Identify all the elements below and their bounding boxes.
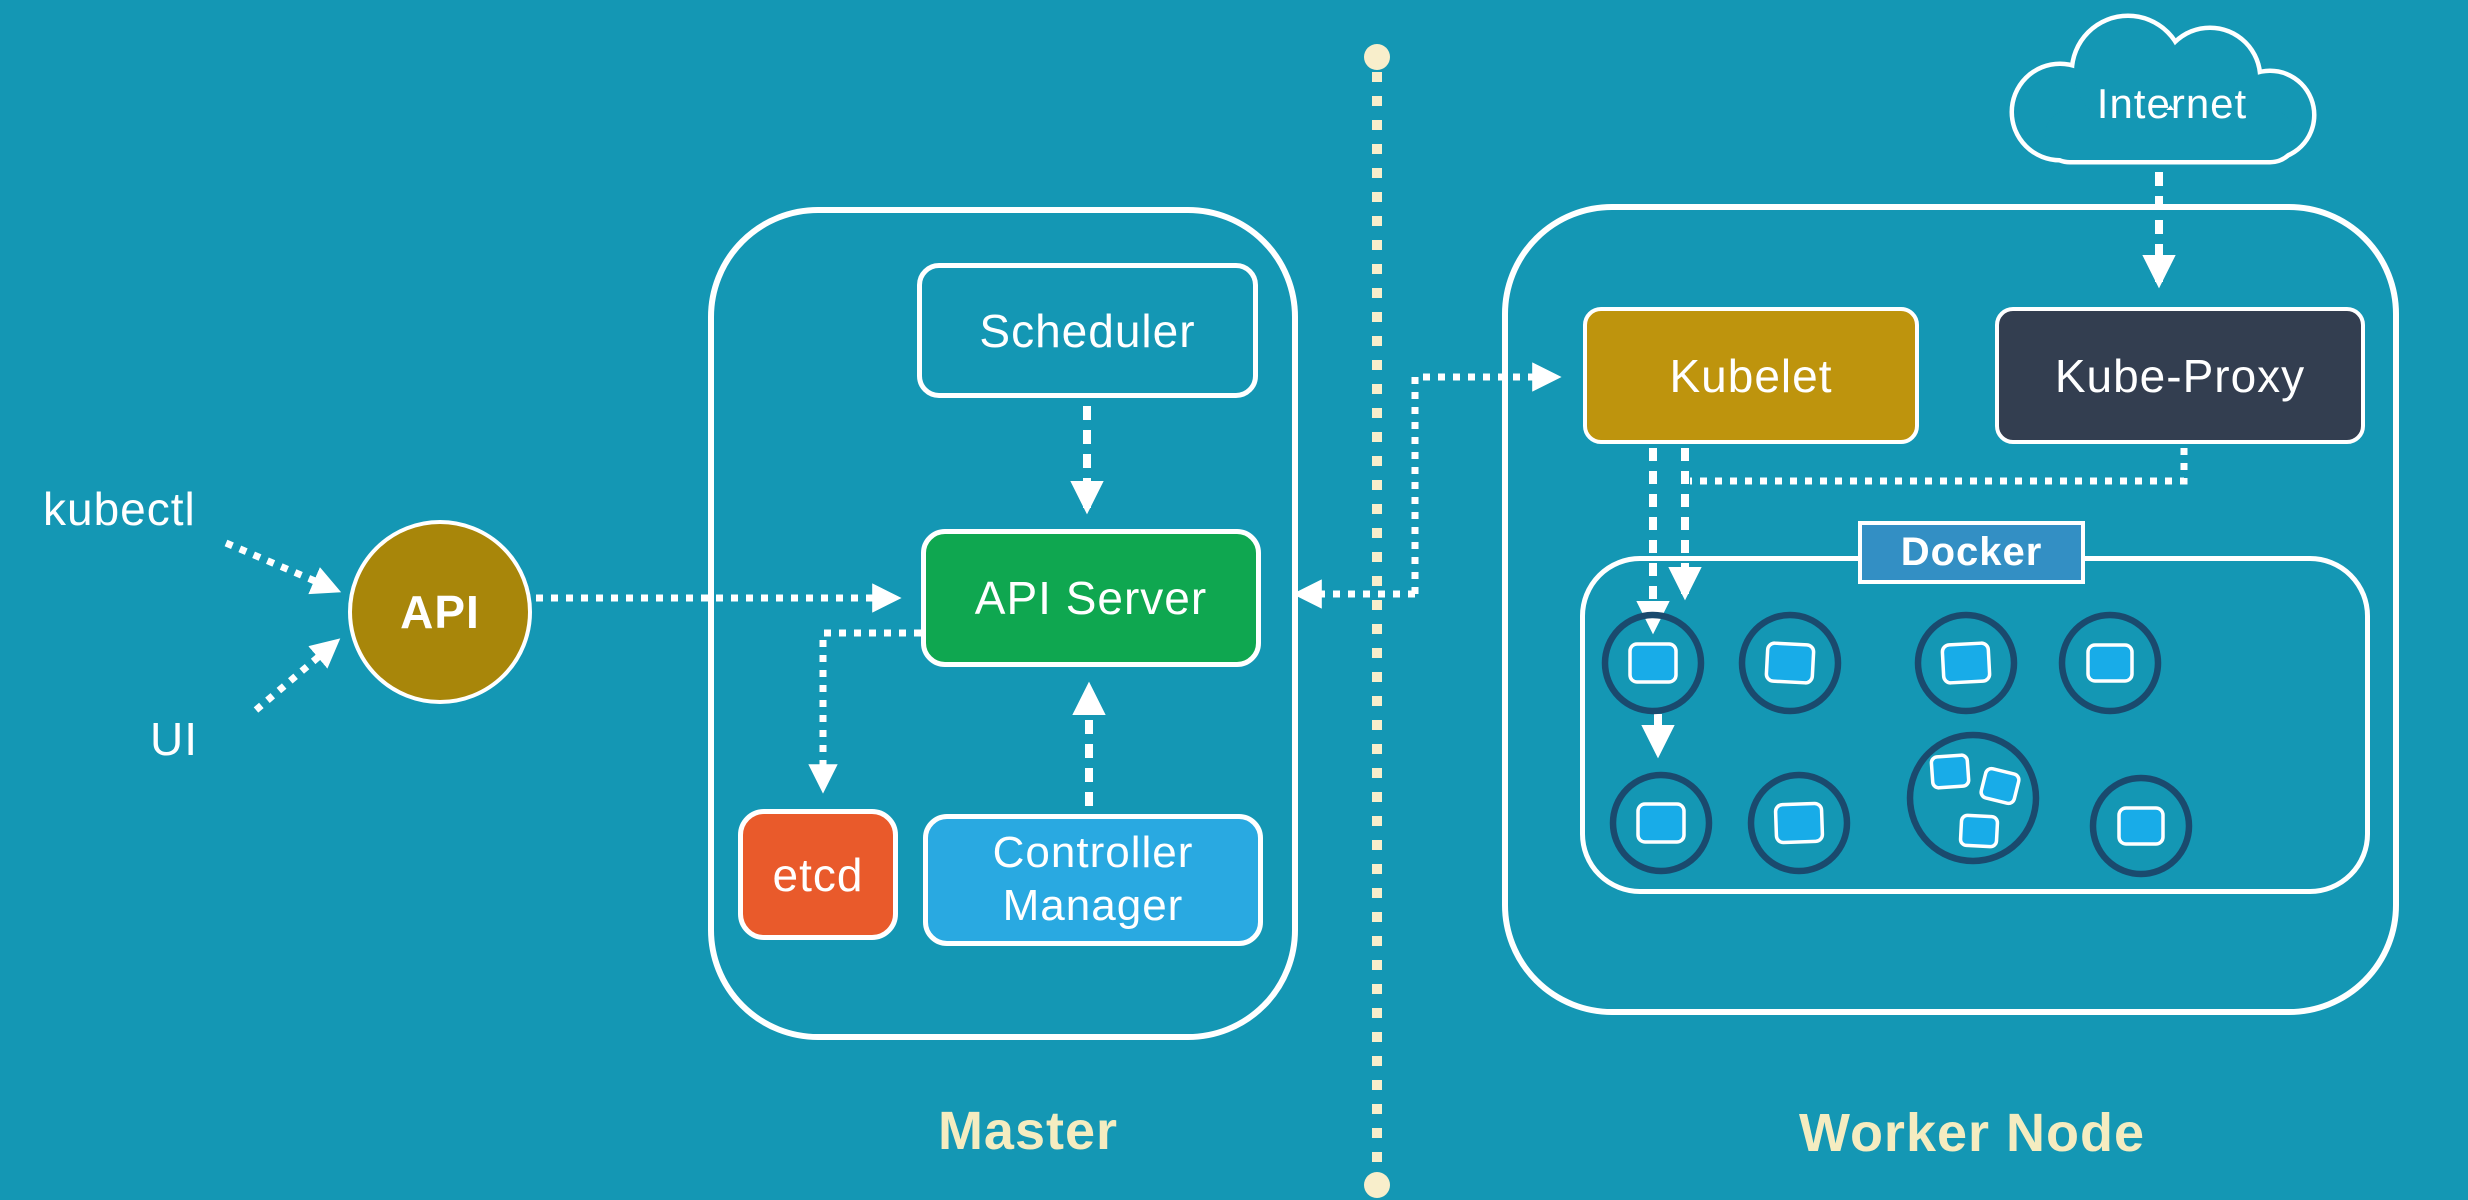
master-section-title: Master [937,1101,1119,1161]
kube-proxy-label: Kube-Proxy [2054,349,2306,402]
docker-label-box: Docker [1858,521,2085,584]
pod [1747,771,1851,875]
api-server-label: API Server [974,572,1208,624]
container-icon [1764,641,1816,685]
container-icon [1979,766,2021,806]
etcd-label: etcd [772,848,864,901]
master-box [708,207,1298,1040]
api-circle-label: API [400,586,480,638]
kubectl-label: kubectl [43,483,196,535]
etcd-box: etcd [738,809,898,940]
container-icon [1940,641,1992,685]
worker-section-title: Worker Node [1798,1103,2146,1163]
container-icon [1636,802,1686,844]
pod [2089,774,2193,878]
multi-container-pod [1906,731,2040,865]
divider-bottom-dot [1364,1172,1390,1198]
divider-top-dot [1364,44,1390,70]
worker-node-box [1502,204,2399,1015]
pod [1914,611,2018,715]
kubelet-box: Kubelet [1583,307,1919,444]
container-icon [1929,753,1971,790]
docker-label: Docker [1900,530,2043,574]
line-kube-proxy-to-pods [1690,448,2188,485]
api-server-box: API Server [921,529,1261,667]
ui-label: UI [150,713,198,765]
internet-label: Internet [2096,80,2248,127]
scheduler-label: Scheduler [979,304,1196,357]
kubelet-label: Kubelet [1669,349,1833,402]
pod [1609,771,1713,875]
controller-manager-label: Controller Manager [992,828,1194,930]
container-icon [2117,806,2165,846]
container-icon [1628,642,1678,684]
container-icon [2086,643,2134,683]
arrow-api-server-to-etcd [808,629,921,794]
arrow-kubectl-to-api [224,539,342,595]
pods-box [1580,556,2370,894]
arrow-api-server-to-kubelet [1411,362,1562,594]
pod [1601,611,1705,715]
container-icon [1958,813,2000,849]
pod [1738,611,1842,715]
internet-cloud-icon [2009,13,2317,165]
kube-proxy-box: Kube-Proxy [1995,307,2365,444]
controller-manager-box: Controller Manager [923,814,1263,946]
api-circle: API [348,520,532,704]
container-icon [1773,801,1825,845]
arrow-ui-to-api [253,638,341,713]
pod [2058,611,2162,715]
scheduler-box: Scheduler [917,263,1258,398]
